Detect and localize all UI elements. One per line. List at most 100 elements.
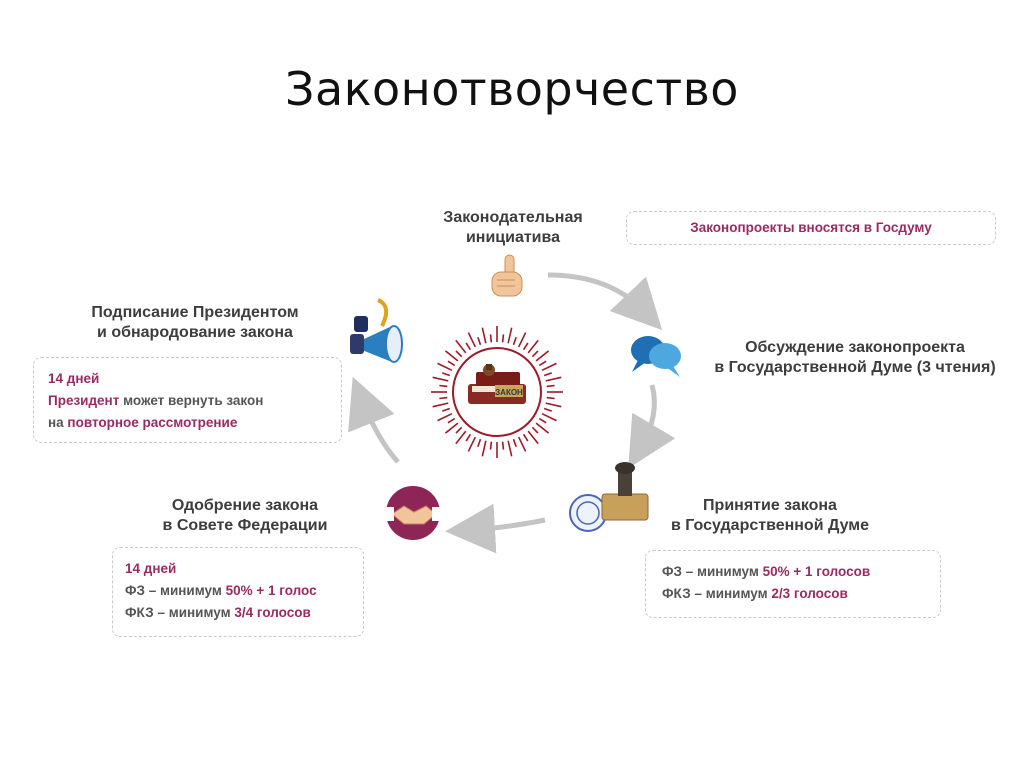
approval-fz-prefix: ФЗ – минимум: [125, 583, 226, 598]
arrow-adoption-to-approval: [445, 503, 546, 554]
chat-bubbles-icon: [631, 336, 681, 377]
sunburst-ray: [439, 396, 448, 400]
sunburst-ray: [527, 339, 539, 354]
page-title: Законотворчество: [285, 62, 739, 116]
stage-adoption-line2: в Государственной Думе: [671, 517, 869, 534]
sunburst-ray: [455, 339, 467, 354]
approval-fz-value: 50% + 1 голос: [225, 583, 317, 598]
stage-adoption: Принятие закона в Государственной Думе: [630, 496, 910, 536]
sunburst-ray: [477, 336, 482, 346]
sunburst-ray: [455, 350, 463, 358]
sunburst-ray: [447, 360, 456, 367]
stage-initiative-line2: инициатива: [465, 229, 561, 246]
sunburst-ray: [543, 372, 553, 377]
stage-initiative: Законодательная инициатива: [408, 208, 618, 248]
stage-signing-line2: и обнародование закона: [97, 324, 293, 341]
sunburst-ray: [517, 436, 527, 452]
sunburst-ray: [467, 436, 477, 452]
sunburst-ray: [545, 376, 562, 382]
sunburst-ray: [465, 433, 472, 442]
initiative-note-box: Законопроекты вносятся в Госдуму: [626, 211, 996, 245]
sunburst-ray: [437, 412, 453, 422]
sunburst-ray: [441, 372, 451, 377]
initiative-note-text: Законопроекты вносятся в Госдуму: [690, 220, 932, 235]
stage-approval-line2: в Совете Федерации: [162, 517, 328, 534]
approval-note-box: 14 дней ФЗ – минимум 50% + 1 голос ФКЗ –…: [112, 547, 364, 637]
signing-text2: на: [48, 415, 68, 430]
sunburst-ray: [543, 407, 553, 412]
adoption-note-box: ФЗ – минимум 50% + 1 голосов ФКЗ – миним…: [645, 550, 941, 618]
sunburst-ray: [444, 350, 459, 362]
sunburst-ray: [481, 327, 487, 344]
adoption-fkz-prefix: ФКЗ – минимум: [662, 586, 772, 601]
sunburst-ray: [477, 438, 482, 448]
stage-approval-line1: Одобрение закона: [171, 497, 319, 514]
sunburst-ray: [507, 327, 513, 344]
sunburst-ray: [439, 384, 448, 388]
stage-discussion-line1: Обсуждение законопроекта: [745, 339, 965, 356]
sunburst-ray: [531, 426, 539, 434]
sunburst-ray: [501, 441, 505, 450]
approval-fkz-value: 3/4 голосов: [234, 605, 311, 620]
sunburst-ray: [535, 350, 550, 362]
sunburst-ray: [527, 430, 539, 445]
sunburst-ray: [522, 433, 529, 442]
stage-signing-line1: Подписание Президентом: [91, 304, 299, 321]
signing-text1: может вернуть закон: [119, 393, 264, 408]
stage-discussion-line2: в Государственной Думе (3 чтения): [714, 359, 996, 376]
stage-adoption-line1: Принятие закона: [703, 497, 837, 514]
arrow-discussion-to-adoption: [628, 384, 676, 469]
law-book-icon: ЗАКОН: [468, 364, 526, 404]
sunburst-ray: [501, 334, 505, 343]
approval-days: 14 дней: [125, 561, 177, 576]
sunburst-ray: [541, 412, 557, 422]
law-book-label: ЗАКОН: [495, 388, 523, 397]
sunburst-ray: [535, 422, 550, 434]
adoption-fz-value: 50% + 1 голосов: [762, 564, 871, 579]
center-sunburst: [431, 326, 563, 458]
sunburst-ray: [481, 440, 487, 457]
sunburst-ray: [517, 332, 527, 348]
stamp-icon: [569, 462, 649, 532]
approval-fkz-prefix: ФКЗ – минимум: [125, 605, 235, 620]
sunburst-ray: [489, 334, 493, 343]
sunburst-ray: [546, 396, 555, 400]
arrow-initiative-to-discussion: [547, 272, 663, 331]
sunburst-ray: [447, 417, 456, 424]
adoption-fkz-value: 2/3 голосов: [771, 586, 848, 601]
sunburst-ray: [455, 426, 463, 434]
signing-president: Президент: [48, 393, 120, 408]
sunburst-ray: [444, 422, 459, 434]
sunburst-ray: [441, 407, 451, 412]
sunburst-ray: [512, 438, 517, 448]
sunburst-ray: [489, 441, 493, 450]
signing-note-box: 14 дней Президент может вернуть закон на…: [33, 357, 342, 443]
sunburst-ray: [538, 417, 547, 424]
sunburst-ray: [432, 376, 449, 382]
sunburst-ray: [512, 336, 517, 346]
adoption-fz-prefix: ФЗ – минимум: [662, 564, 763, 579]
stage-discussion: Обсуждение законопроекта в Государственн…: [690, 338, 1020, 378]
stage-signing: Подписание Президентом и обнародование з…: [60, 303, 330, 343]
stage-initiative-line1: Законодательная: [443, 209, 583, 226]
sunburst-ray: [467, 332, 477, 348]
stage-approval: Одобрение закона в Совете Федерации: [125, 496, 365, 536]
sunburst-ray: [545, 402, 562, 408]
pointing-finger-icon: [491, 254, 523, 297]
sunburst-ray: [531, 350, 539, 358]
sunburst-ray: [465, 342, 472, 351]
sunburst-ray: [432, 402, 449, 408]
signing-review: повторное рассмотрение: [67, 415, 238, 430]
handshake-icon: [384, 486, 442, 540]
sunburst-ray: [541, 362, 557, 372]
sunburst-ray: [507, 440, 513, 457]
sunburst-ray: [437, 362, 453, 372]
sunburst-ray: [546, 384, 555, 388]
sunburst-ray: [538, 360, 547, 367]
sunburst-ray: [522, 342, 529, 351]
sunburst-ray: [455, 430, 467, 445]
signing-days: 14 дней: [48, 371, 100, 386]
arrow-approval-to-signing: [348, 376, 400, 464]
megaphone-icon: [350, 298, 403, 363]
